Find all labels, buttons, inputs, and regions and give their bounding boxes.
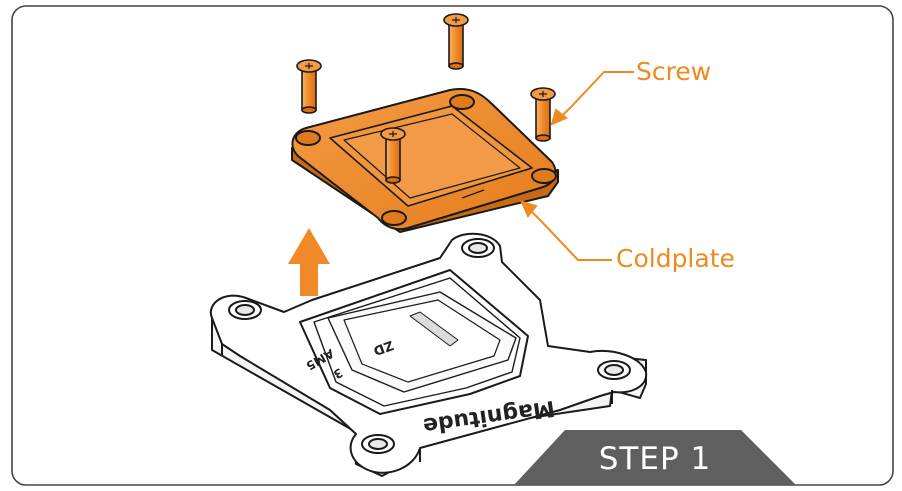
- screw-4: [380, 127, 406, 184]
- coldplate: [291, 88, 559, 233]
- engraving-chip: ZD: [371, 337, 395, 358]
- step-label: STEP 1: [598, 441, 712, 477]
- screw-3: [530, 87, 556, 142]
- screw-1: [443, 13, 469, 70]
- mounting-bracket: [209, 232, 648, 477]
- up-arrow-icon: [288, 228, 330, 296]
- frame-border: [11, 5, 894, 486]
- coldplate-leader: [520, 200, 612, 261]
- screw-label: Screw: [636, 57, 712, 86]
- screw-leader: [550, 71, 634, 126]
- screw-2: [296, 59, 322, 114]
- coldplate-label: Coldplate: [616, 244, 735, 273]
- step-badge: [514, 430, 796, 485]
